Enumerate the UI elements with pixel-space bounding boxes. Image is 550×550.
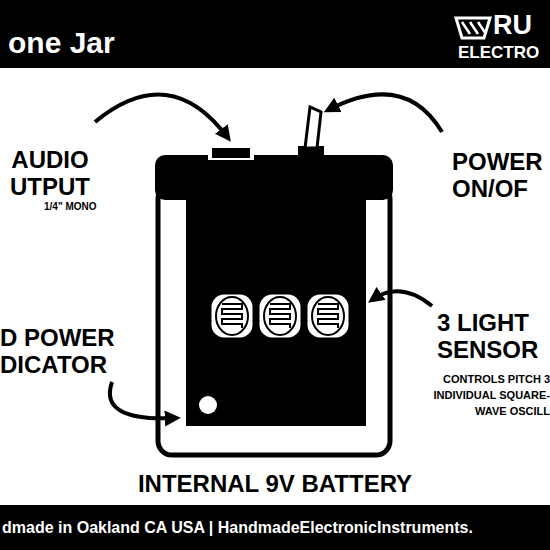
leader-arrow [372,291,432,306]
callout-label: D POWER DICATOR [0,324,122,378]
leader-arrow [328,94,442,132]
callout-note: 1/4" MONO [44,201,97,213]
header-band [0,0,550,68]
sensor-case [258,293,302,339]
light-sensor [210,293,254,339]
sensor-window [264,297,296,335]
sensor-track [318,304,338,328]
jar-body [158,185,390,455]
led-indicator [199,396,217,414]
logo-shape [456,18,490,38]
sensor-window [216,297,248,335]
footer-caption: dmade in Oakland CA USA | HandmadeElectr… [2,518,473,538]
light-sensor [306,293,350,339]
callout-note: CONTROLS PITCH 3 INDIVIDUAL SQUARE-WAVE … [418,371,550,419]
sensor-case [210,293,254,339]
light-sensor [258,293,302,339]
callout-label: 3 LIGHT SENSOR [437,309,550,363]
logo-text: RU [493,10,532,40]
battery-label: INTERNAL 9V BATTERY [0,470,550,498]
logo-hatch [462,22,486,34]
jar-lid [155,155,393,200]
sensor-track [270,304,290,328]
callout-label: POWER ON/OF [452,148,550,202]
switch-lever [305,107,321,148]
audio-jack [212,148,250,158]
logo-icon [456,18,490,38]
leader-arrow [110,382,176,418]
callout-label: AUDIO UTPUT [0,146,100,200]
page-title: one Jar [8,26,115,60]
sensor-track [222,304,242,328]
sensor-window [312,297,344,335]
leader-arrow [95,95,228,138]
jar-label [186,198,366,426]
sensor-case [306,293,350,339]
logo-text: ELECTRO [458,43,539,63]
footer-band [0,505,550,550]
jack-outline [208,144,254,160]
